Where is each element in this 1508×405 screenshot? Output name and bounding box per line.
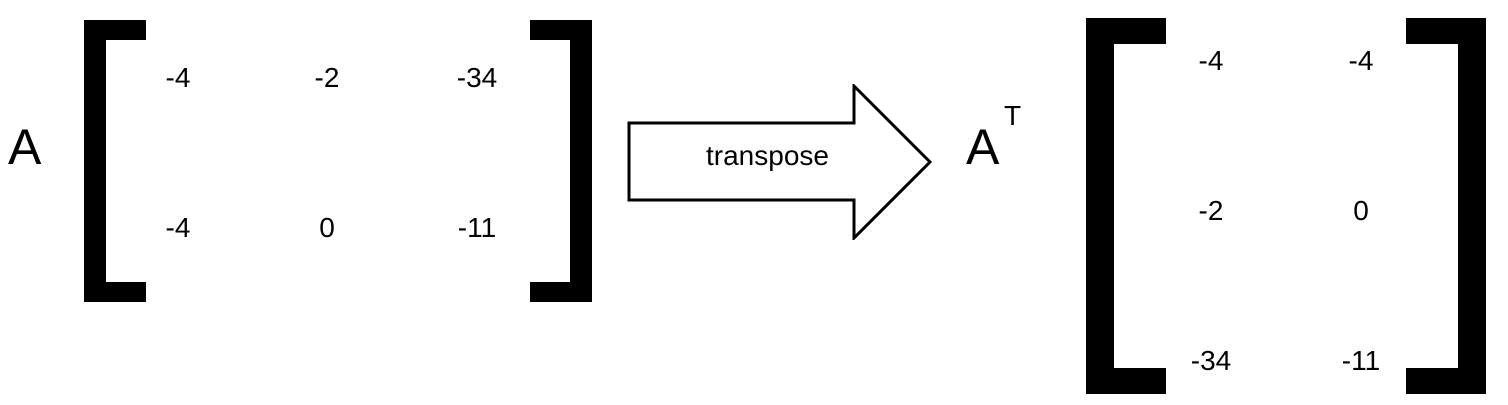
matrix-a-cell: -11 [457, 212, 497, 243]
matrix-a-cell: -34 [456, 62, 498, 93]
matrix-at-left-bracket [1086, 18, 1166, 394]
matrix-at-cell: -4 [1348, 45, 1374, 76]
transpose-superscript: T [1004, 100, 1022, 131]
matrix-at-cell: -34 [1190, 345, 1232, 376]
matrix-at-cell: -2 [1198, 195, 1224, 226]
transpose-label: transpose [706, 140, 829, 171]
transpose-arrow [627, 84, 933, 240]
matrix-a-cell: -4 [165, 212, 191, 243]
matrix-at-cell: 0 [1353, 195, 1369, 226]
matrix-at-cell: -11 [1341, 345, 1381, 376]
matrix-a-cell: -4 [165, 62, 191, 93]
matrix-at-right-bracket [1406, 18, 1486, 394]
matrix-a-cell: -2 [314, 62, 340, 93]
matrix-at-label: A [966, 119, 1000, 175]
matrix-a-left-bracket [84, 20, 146, 302]
matrix-at-cell: -4 [1198, 45, 1224, 76]
matrix-a-label: A [8, 119, 42, 175]
matrix-a-cell: 0 [319, 212, 335, 243]
matrix-a-right-bracket [530, 20, 592, 302]
